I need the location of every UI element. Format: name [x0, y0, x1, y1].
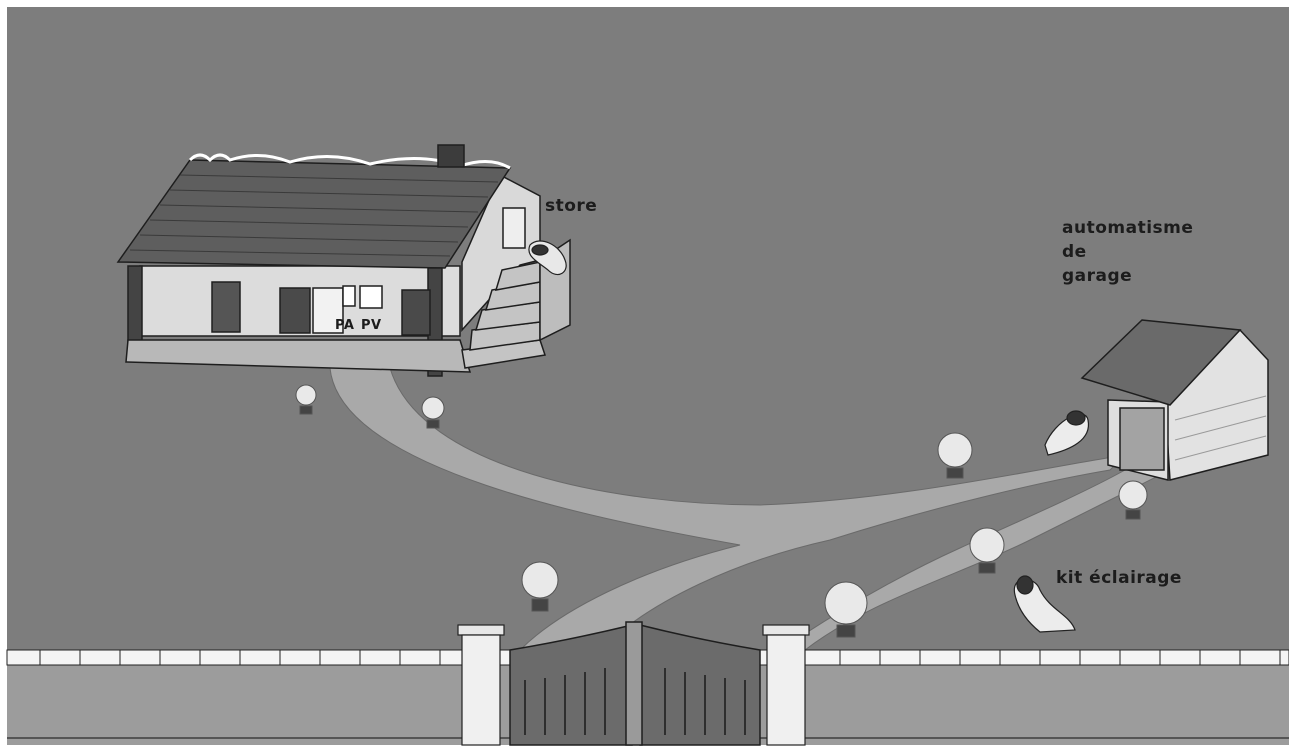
- video-intercom-icon: [360, 286, 382, 308]
- house-door: [212, 282, 240, 332]
- label-garage-line-3: garage: [1062, 264, 1252, 288]
- label-store: store: [545, 194, 597, 218]
- label-garage-line-1: automatisme: [1062, 216, 1252, 240]
- intercom-icon: [343, 286, 355, 306]
- label-garage-line-2: de: [1062, 240, 1252, 264]
- house: [118, 145, 570, 376]
- window-shutter: [503, 208, 525, 248]
- label-intercom-audio: PA: [335, 318, 354, 334]
- garage-door-opening: [1120, 408, 1164, 470]
- shutter: [280, 288, 310, 333]
- label-garage-automation: automatisme de garage: [1062, 216, 1252, 288]
- label-intercom-video: PV: [361, 318, 382, 334]
- label-lighting-kit: kit éclairage: [1056, 566, 1182, 590]
- chimney: [438, 145, 464, 167]
- shutter: [402, 290, 430, 335]
